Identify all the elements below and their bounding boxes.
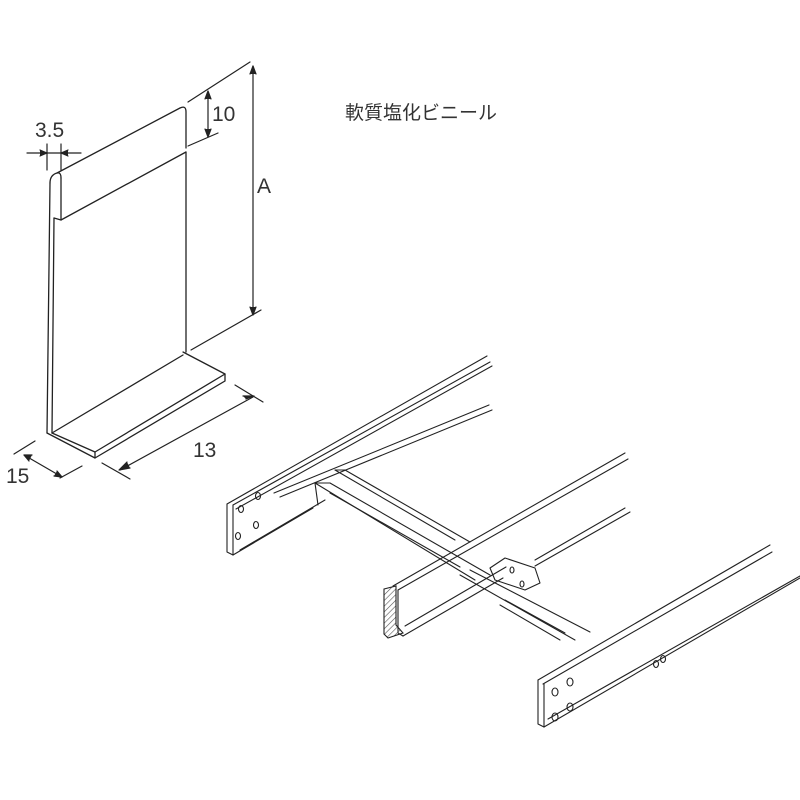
dim-height-label: A [257, 175, 272, 198]
material-label: 軟質塩化ビニール [345, 102, 498, 124]
cover-piece-drawing [46, 106, 226, 459]
dim-length-label: 13 [193, 439, 217, 462]
rail-cross-section [383, 585, 404, 639]
dim-depth [13, 440, 83, 479]
dim-top-lip-label: 10 [212, 103, 236, 126]
dim-top-lip [187, 61, 251, 147]
dim-height [190, 65, 262, 351]
dim-thickness [26, 143, 82, 171]
dim-depth-label: 15 [6, 465, 30, 488]
dim-length [101, 384, 264, 480]
dim-thickness-label: 3.5 [35, 119, 65, 142]
cable-ladder-drawing [226, 355, 800, 728]
